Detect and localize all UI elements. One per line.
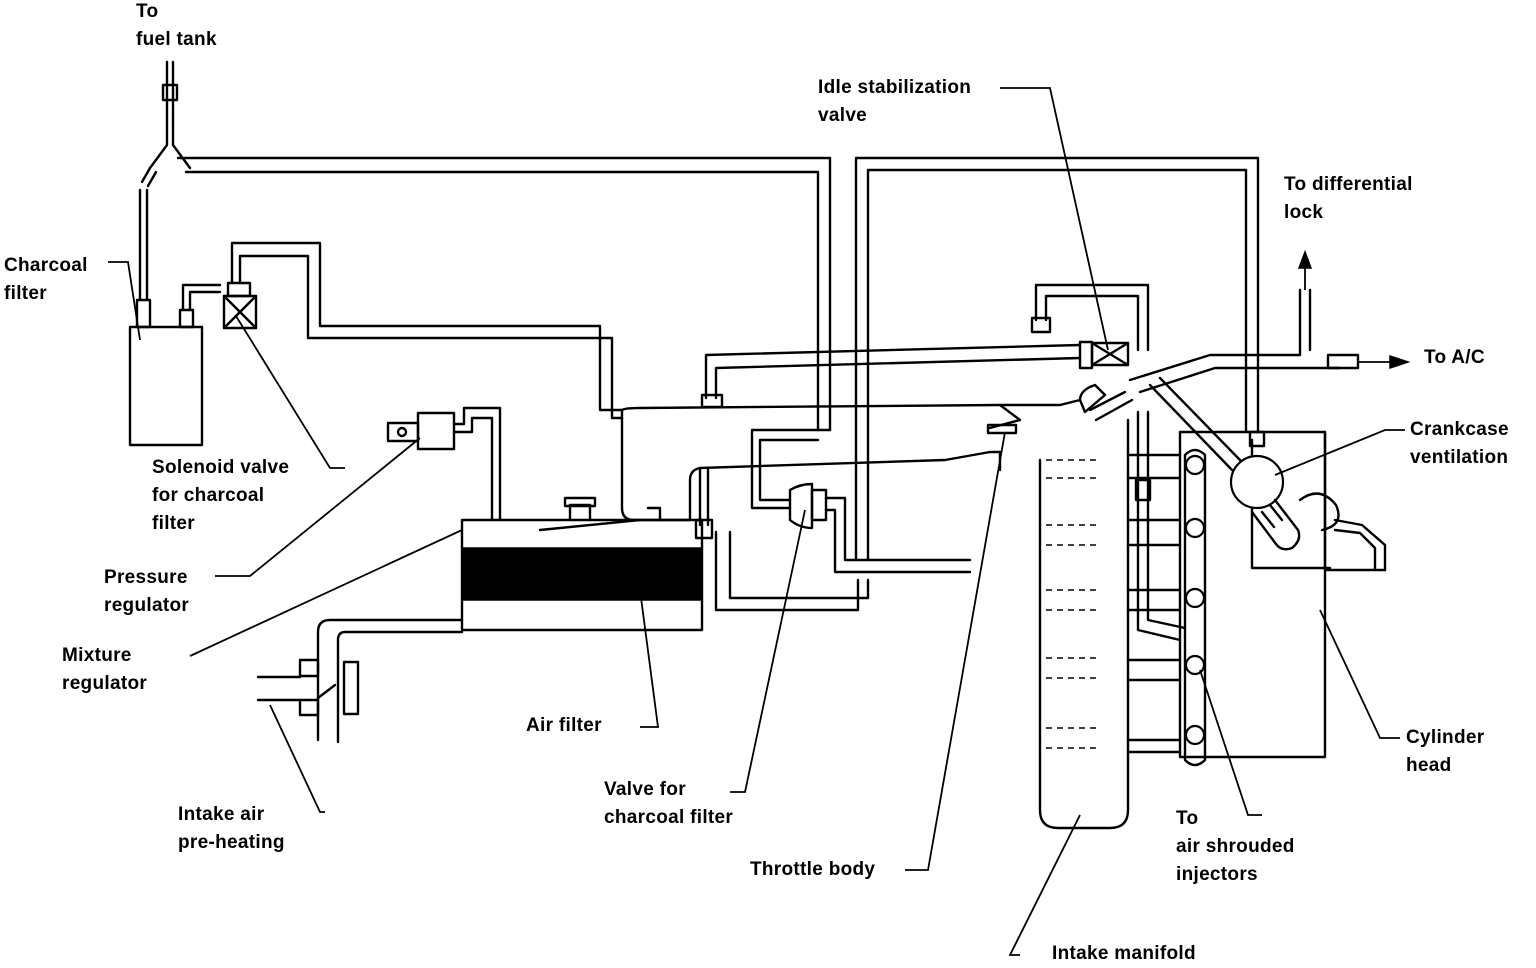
throttle-body xyxy=(986,383,1134,472)
label-idle-stabilization-valve: Idle stabilization valve xyxy=(818,77,972,126)
charcoal-filter-valve xyxy=(714,428,972,612)
crankcase-ventilation xyxy=(1148,376,1387,572)
label-intake-manifold: Intake manifold xyxy=(1052,943,1196,964)
label-throttle-body: Throttle body xyxy=(750,859,876,880)
label-cylinder-head: Cylinder head xyxy=(1406,727,1485,776)
label-mixture-regulator: Mixture regulator xyxy=(62,645,148,694)
solenoid-valve xyxy=(222,241,624,420)
fuel-tank-connector xyxy=(140,60,192,188)
intake-preheating-duct xyxy=(256,618,464,744)
charcoal-filter xyxy=(128,188,222,447)
ac-differential-hose xyxy=(1128,249,1411,394)
label-crankcase-ventilation: Crankcase ventilation xyxy=(1410,419,1509,468)
label-to-fuel-tank: To fuel tank xyxy=(136,1,217,50)
label-valve-charcoal-filter: Valve for charcoal filter xyxy=(604,779,734,828)
intake-plenum xyxy=(620,398,1082,540)
injector-air-rail xyxy=(1134,410,1207,767)
label-air-filter: Air filter xyxy=(526,715,602,736)
leader-lines xyxy=(108,87,1405,956)
pressure-regulator xyxy=(386,406,502,522)
fuel-tank-hose xyxy=(176,156,832,432)
label-to-air-shrouded-injectors: To air shrouded injectors xyxy=(1176,808,1295,885)
label-charcoal-filter: Charcoal filter xyxy=(4,255,88,304)
label-solenoid-valve: Solenoid valve for charcoal filter xyxy=(152,457,290,534)
air-filter-housing xyxy=(460,496,704,632)
label-to-ac: To A/C xyxy=(1424,347,1485,368)
intake-manifold xyxy=(1038,418,1182,830)
label-pressure-regulator: Pressure regulator xyxy=(104,567,190,616)
idle-stabilization-hoses xyxy=(700,156,1266,562)
label-intake-air-preheating: Intake air pre-heating xyxy=(178,804,285,853)
label-to-differential-lock: To differential lock xyxy=(1284,174,1413,223)
